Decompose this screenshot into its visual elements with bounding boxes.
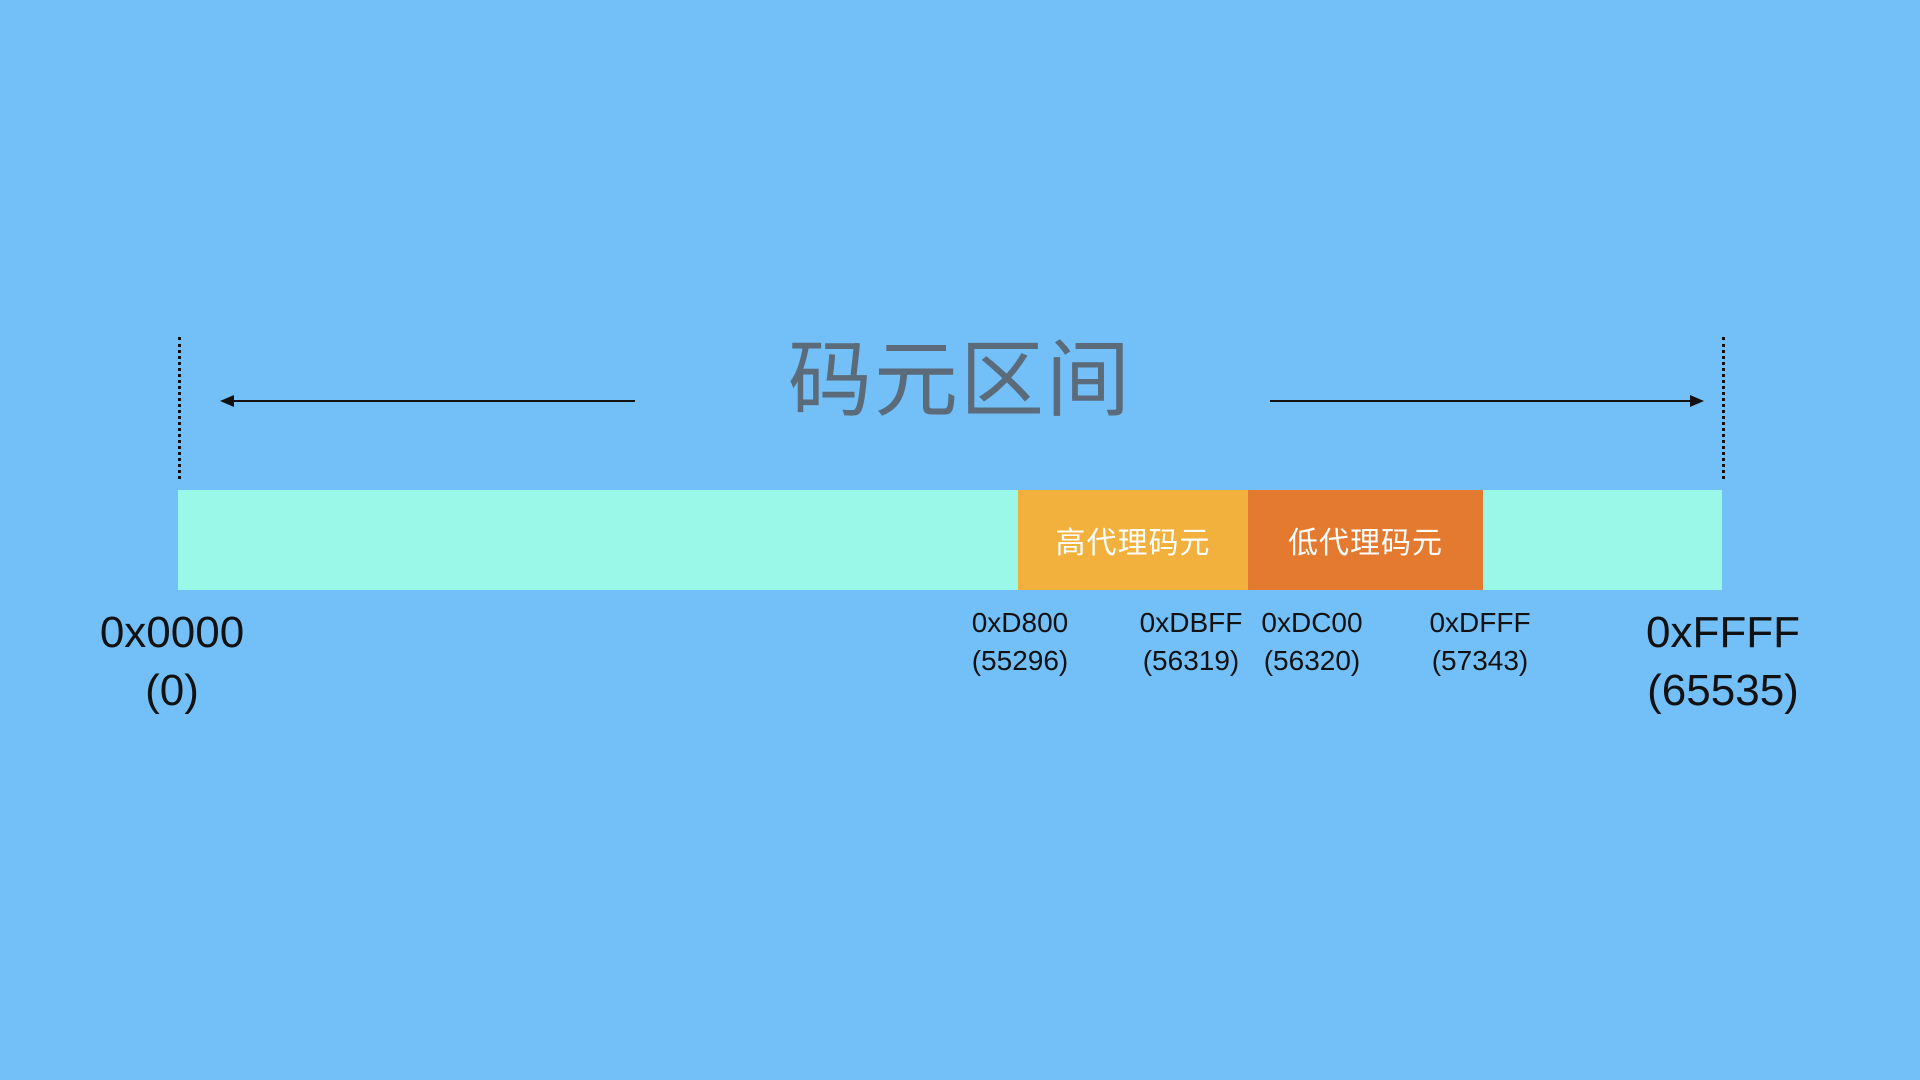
right-arrow-head: [1690, 395, 1704, 407]
tick-dfff-dec: (57343): [1431, 645, 1529, 676]
tick-dc00-dec: (56320): [1263, 645, 1361, 676]
tick-dbff-hex: 0xDBFF: [1139, 607, 1243, 638]
range-bar-segment-start: [178, 490, 1018, 590]
tick-d800-hex: 0xD800: [971, 607, 1069, 638]
diagram-title: 码元区间: [787, 331, 1132, 429]
tick-dfff: 0xDFFF (57343): [1410, 604, 1550, 680]
high-surrogate-segment: 高代理码元: [1018, 490, 1248, 590]
tick-end: 0xFFFF (65535): [1623, 604, 1823, 720]
tick-end-hex: 0xFFFF: [1646, 608, 1800, 657]
tick-start-dec: (0): [145, 666, 199, 715]
tick-dbff-dec: (56319): [1142, 645, 1240, 676]
low-surrogate-segment: 低代理码元: [1248, 490, 1483, 590]
tick-d800-dec: (55296): [971, 645, 1069, 676]
left-boundary-marker: [178, 337, 181, 479]
high-surrogate-label: 高代理码元: [1055, 526, 1211, 561]
left-arrow-line: [232, 400, 635, 402]
tick-dc00: 0xDC00 (56320): [1242, 604, 1382, 680]
right-arrow-line: [1270, 400, 1690, 402]
tick-start: 0x0000 (0): [72, 604, 272, 720]
left-arrow-head: [220, 395, 234, 407]
tick-d800: 0xD800 (55296): [950, 604, 1090, 680]
tick-end-dec: (65535): [1647, 666, 1799, 715]
tick-dfff-hex: 0xDFFF: [1429, 607, 1531, 638]
range-bar-segment-end: [1483, 490, 1722, 590]
right-boundary-marker: [1722, 337, 1725, 479]
tick-start-hex: 0x0000: [99, 608, 245, 657]
tick-dbff: 0xDBFF (56319): [1121, 604, 1261, 680]
tick-dc00-hex: 0xDC00: [1261, 607, 1363, 638]
low-surrogate-label: 低代理码元: [1288, 526, 1443, 561]
